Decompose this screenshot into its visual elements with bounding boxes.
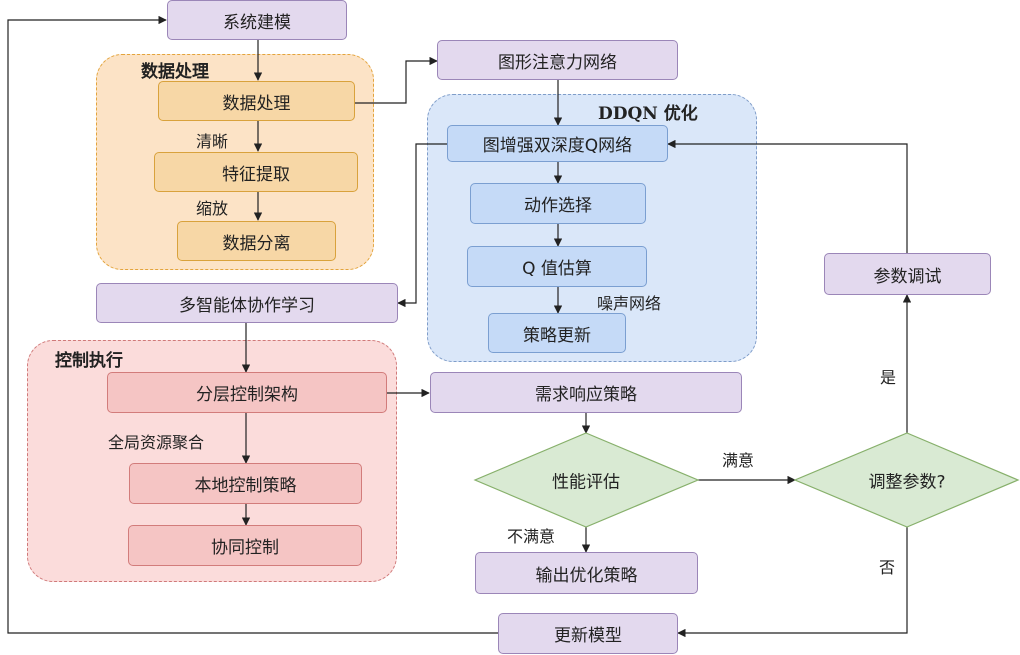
- data-separation-node: 数据分离: [177, 221, 336, 261]
- action-selection-node: 动作选择: [470, 183, 646, 224]
- edge-dataproc-to-attention: [355, 56, 438, 104]
- edge-label-satisfied: 满意: [722, 451, 755, 470]
- edge-label-noise-net: 噪声网络: [597, 294, 662, 313]
- policy-update-node: 策略更新: [488, 313, 626, 353]
- adjust-params-label: 调整参数?: [868, 472, 946, 493]
- performance-eval-diamond: [473, 432, 700, 528]
- multi-agent-learning-node: 多智能体协作学习: [96, 283, 398, 323]
- gddqn-node: 图增强双深度Q网络: [447, 125, 668, 162]
- output-policy-node: 输出优化策略: [475, 552, 698, 594]
- system-modeling-node: 系统建模: [167, 0, 347, 40]
- edge-label-unsatisfied: 不满意: [507, 527, 556, 546]
- edge-label-cleaning: 清晰: [196, 132, 229, 151]
- ddqn-group-title: DDQN 优化: [598, 104, 698, 124]
- edge-label-no: 否: [879, 558, 896, 577]
- edge-gddqn-to-multiagent: [397, 143, 447, 308]
- feature-extraction-node: 特征提取: [154, 152, 358, 192]
- edge-label-global-agg: 全局资源聚合: [108, 433, 205, 452]
- control-execution-group-title: 控制执行: [55, 351, 123, 371]
- edge-update-to-model: [7, 15, 498, 634]
- data-processing-node: 数据处理: [158, 81, 355, 121]
- q-estimation-node: Q 值估算: [467, 246, 647, 287]
- edge-adjust-to-update: [677, 527, 908, 638]
- adjust-params-diamond: [793, 432, 1020, 528]
- demand-response-node: 需求响应策略: [430, 372, 742, 413]
- coop-control-node: 协同控制: [128, 525, 362, 566]
- performance-eval-label: 性能评估: [552, 472, 620, 493]
- graph-attention-node: 图形注意力网络: [437, 40, 678, 80]
- edge-label-scaling: 缩放: [196, 199, 229, 218]
- local-control-node: 本地控制策略: [129, 463, 362, 504]
- param-tuning-node: 参数调试: [824, 253, 991, 295]
- update-model-node: 更新模型: [498, 613, 678, 654]
- data-processing-group-title: 数据处理: [141, 62, 209, 82]
- hierarchical-control-node: 分层控制架构: [107, 372, 387, 413]
- edge-label-yes: 是: [880, 368, 897, 387]
- edge-tuning-to-gddqn: [667, 139, 908, 253]
